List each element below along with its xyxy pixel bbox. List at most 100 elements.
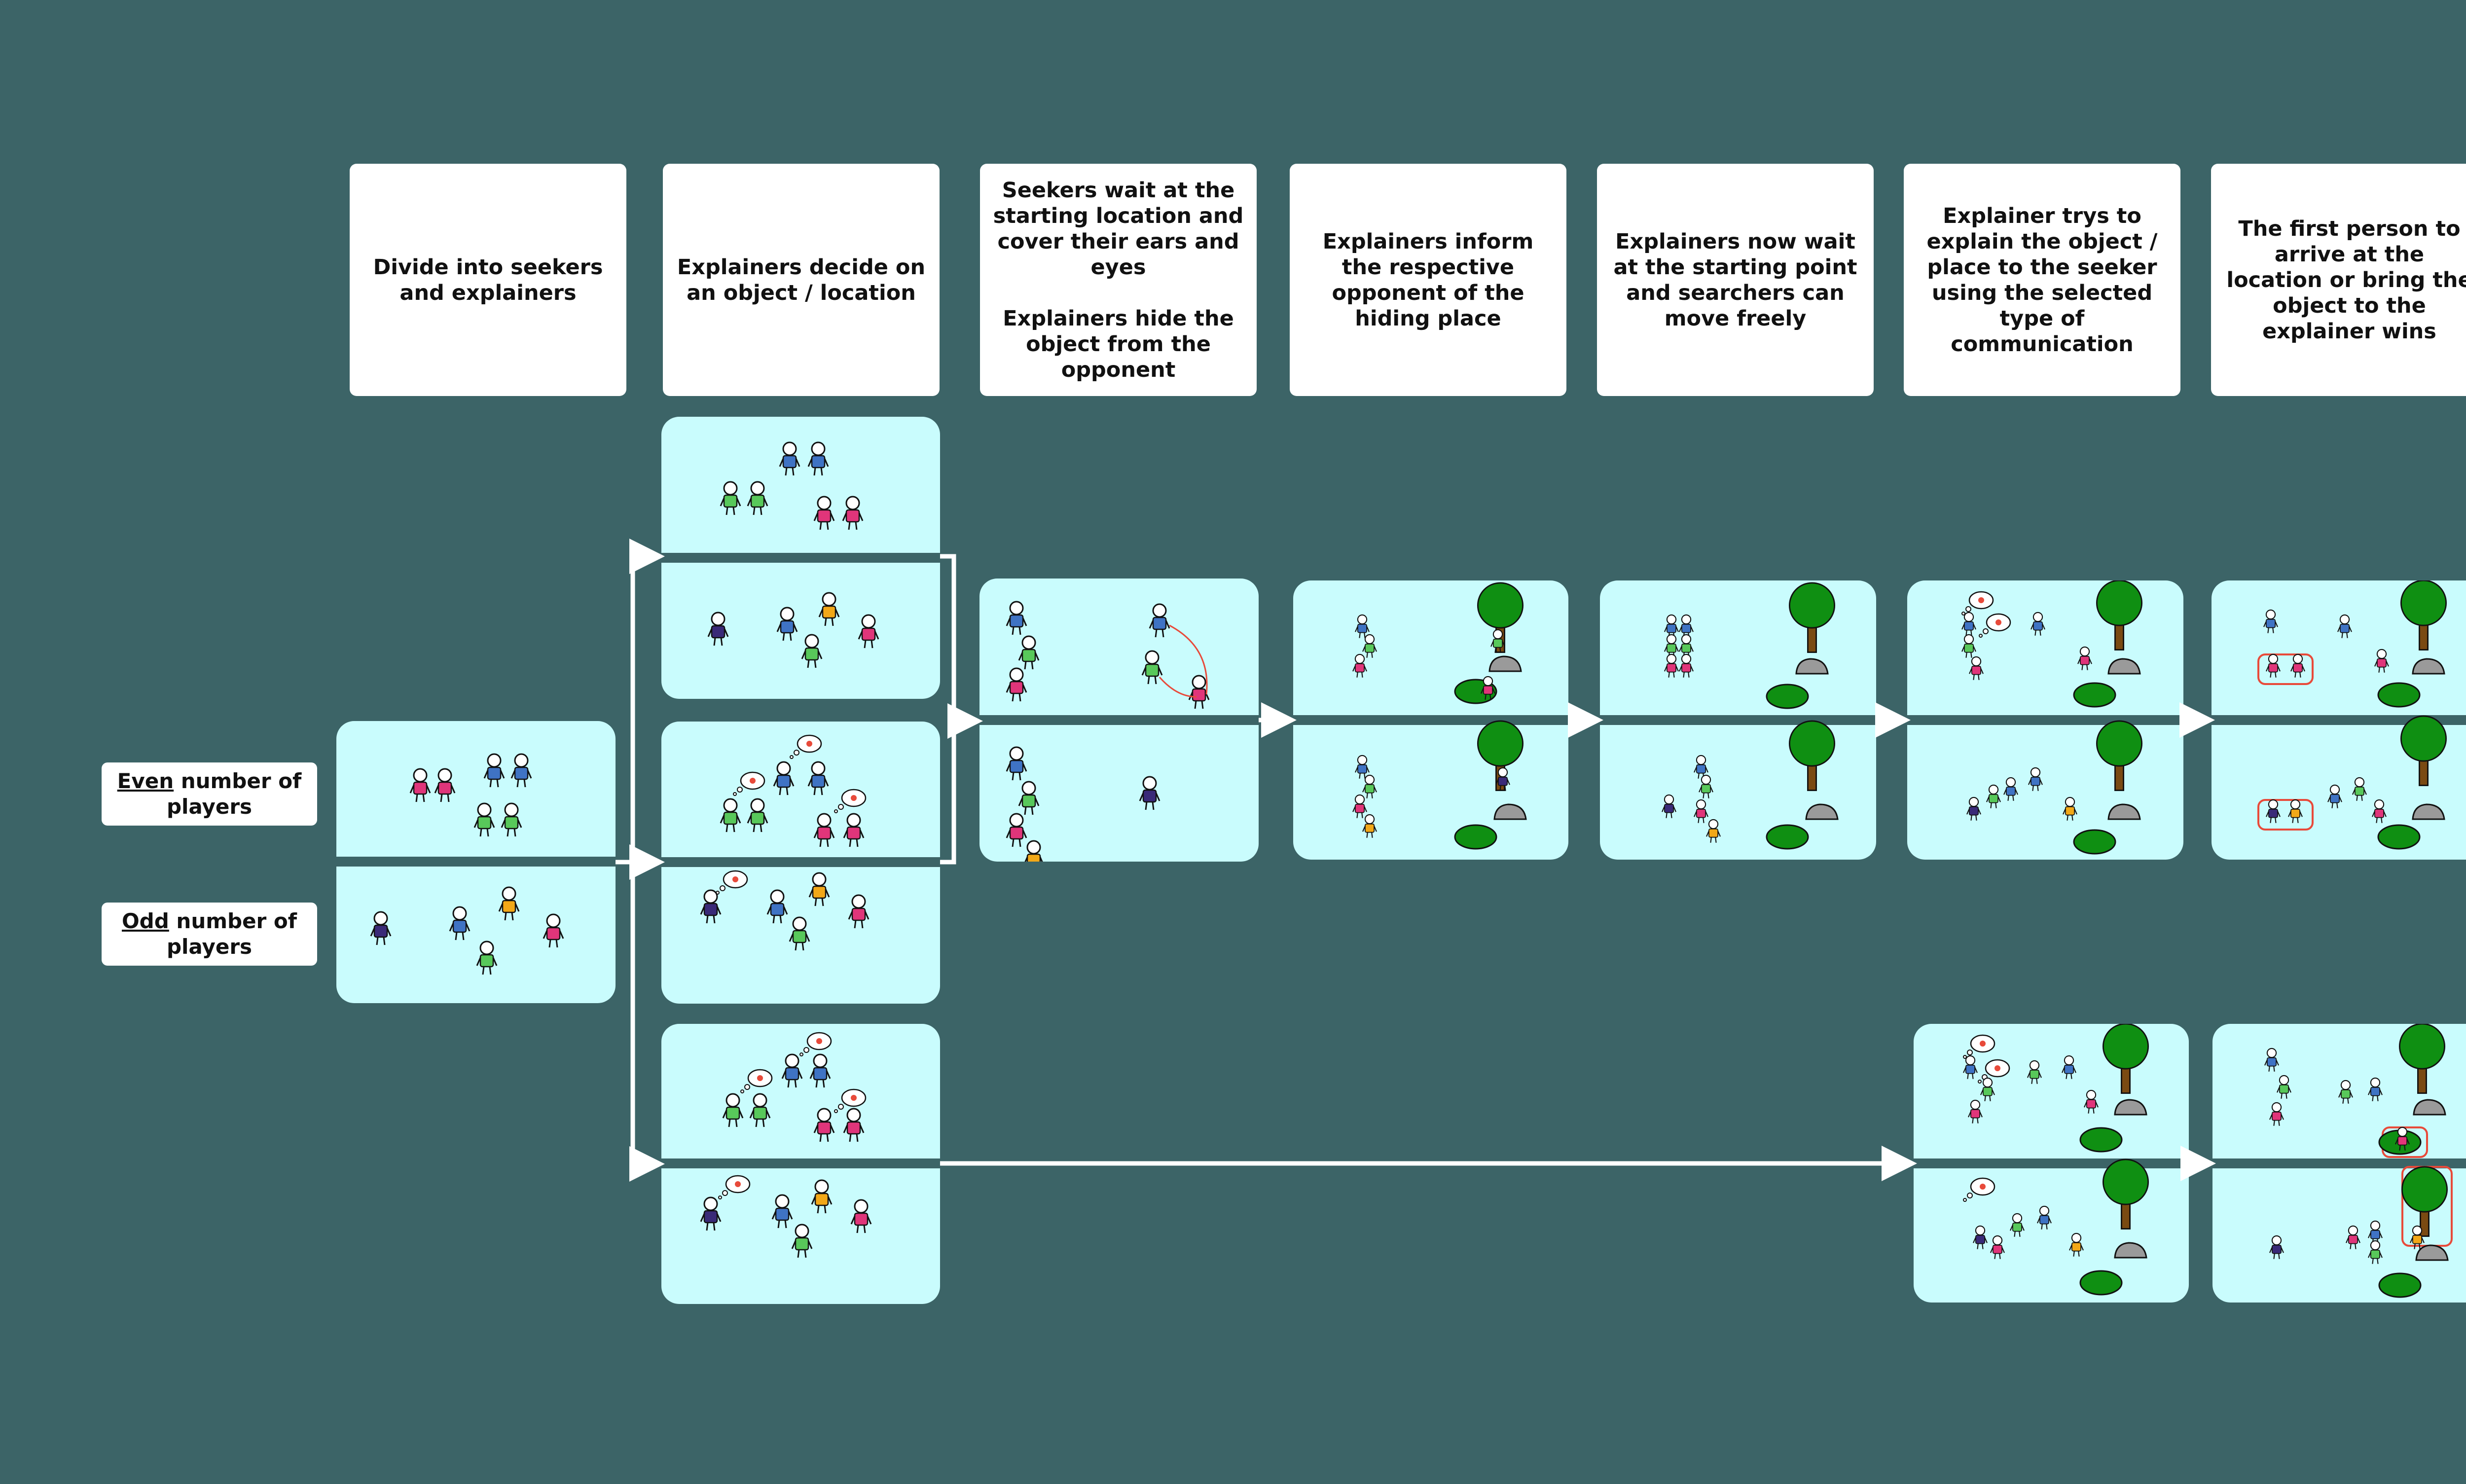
player-figure	[2269, 1102, 2284, 1126]
player-figure	[2069, 1232, 2084, 1257]
tree-icon	[2096, 720, 2143, 791]
player-figure	[1139, 776, 1160, 810]
bush-icon	[2377, 824, 2421, 850]
player-figure	[476, 941, 498, 975]
player-figure	[1679, 653, 1694, 678]
player-figure	[1006, 746, 1027, 781]
player-figure	[1362, 814, 1377, 838]
player-figure	[1973, 1225, 1988, 1249]
player-figure	[2037, 1205, 2052, 1230]
thought-bubble-icon	[718, 1175, 751, 1199]
player-figure	[801, 634, 823, 668]
player-figure	[2368, 1240, 2383, 1264]
player-figure	[510, 753, 532, 788]
player-figure	[2264, 1048, 2279, 1072]
rock-icon	[1805, 803, 1839, 820]
player-figure	[1352, 653, 1367, 678]
player-figure	[842, 496, 864, 530]
player-figure	[2003, 777, 2018, 801]
player-figure	[1495, 767, 1510, 791]
player-figure	[747, 798, 768, 832]
player-figure	[811, 1179, 833, 1214]
player-figure	[2266, 799, 2281, 823]
player-figure	[2372, 799, 2387, 823]
player-figure	[1664, 614, 1679, 638]
step-7-card: The first person to arrive at the locati…	[2211, 164, 2466, 396]
tree-icon	[2102, 1158, 2149, 1230]
player-figure	[1694, 755, 1708, 779]
player-figure	[1969, 656, 1984, 680]
player-figure	[2063, 796, 2077, 821]
thought-bubble-icon	[740, 1069, 773, 1093]
player-figure	[1362, 634, 1377, 658]
panel-decide-b	[661, 722, 940, 1004]
rock-icon	[2107, 658, 2141, 675]
panel-win-b	[2212, 1024, 2466, 1303]
rock-icon	[2114, 1099, 2147, 1116]
odd-emphasis: Odd	[121, 909, 169, 933]
player-figure	[543, 913, 564, 948]
player-figure	[2327, 784, 2342, 808]
thought-bubble-icon	[733, 771, 765, 796]
player-figure	[1986, 784, 2001, 808]
step-4-card: Explainers inform the respective opponen…	[1290, 164, 1566, 396]
player-figure	[2288, 799, 2303, 823]
player-figure	[749, 1093, 771, 1127]
tree-icon	[1788, 582, 1836, 653]
panel-decide-a	[661, 417, 940, 699]
player-figure	[409, 768, 431, 802]
player-figure	[1961, 612, 1976, 636]
player-figure	[2062, 1055, 2076, 1079]
rock-icon	[2415, 1244, 2449, 1261]
player-figure	[2337, 614, 2352, 638]
path-line	[1159, 677, 1197, 698]
player-figure	[722, 1093, 744, 1127]
player-figure	[434, 768, 456, 802]
winner-highlight	[2257, 653, 2314, 685]
player-figure	[1024, 840, 1043, 862]
step-2-text: Explainers decide on an object / locatio…	[677, 254, 926, 305]
player-figure	[1362, 774, 1377, 798]
bush-icon	[1454, 824, 1497, 850]
bush-icon	[2079, 1270, 2123, 1296]
thought-bubble-icon	[1979, 613, 2011, 638]
rock-icon	[2412, 803, 2445, 820]
thought-bubble-icon	[799, 1032, 832, 1056]
player-figure	[813, 496, 835, 530]
player-figure	[1706, 819, 1721, 843]
player-figure	[848, 894, 870, 929]
bush-icon	[1766, 684, 1809, 709]
player-figure	[843, 813, 865, 847]
panel-win	[2212, 580, 2466, 860]
player-figure	[1149, 603, 1170, 638]
player-figure	[781, 1053, 803, 1088]
win-b-illustration	[2264, 1024, 2453, 1298]
divide-illustration	[370, 753, 564, 975]
panel-divide	[336, 721, 616, 1003]
player-figure	[1006, 667, 1027, 702]
bush-icon	[2377, 682, 2421, 708]
player-figure	[1018, 781, 1040, 815]
player-figure	[747, 481, 768, 515]
player-figure	[773, 761, 795, 796]
decide-c-illustration	[700, 1032, 872, 1258]
step-1-card: Divide into seekers and explainers	[350, 164, 626, 396]
thought-bubble-icon	[834, 1088, 867, 1113]
player-figure	[1481, 676, 1495, 700]
step-6-text: Explainer trys to explain the object / p…	[1926, 203, 2158, 357]
player-figure	[771, 1194, 793, 1229]
tree-icon	[2102, 1024, 2149, 1094]
bush-icon	[1766, 824, 1809, 850]
bush-icon	[2073, 829, 2116, 855]
player-figure	[779, 441, 800, 476]
bush-icon	[2079, 1127, 2123, 1153]
player-figure	[2395, 1126, 2410, 1151]
thought-bubble-icon	[1963, 1177, 1995, 1202]
player-figure	[1990, 1235, 2005, 1259]
tree-icon	[2398, 1024, 2446, 1094]
player-figure	[2269, 1235, 2284, 1259]
player-figure	[818, 592, 840, 626]
rock-icon	[2107, 803, 2141, 820]
player-figure	[1963, 1055, 1978, 1079]
